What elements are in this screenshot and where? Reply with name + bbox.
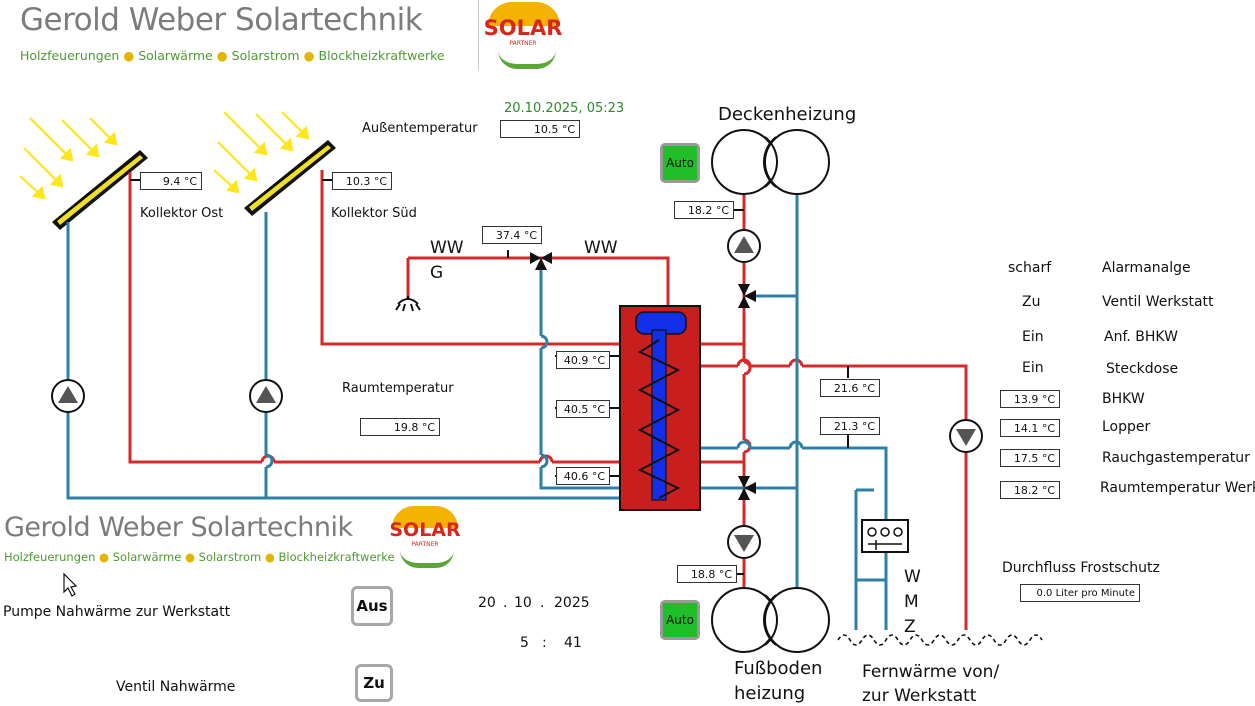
status-alarm-label: Alarmanalge	[1102, 260, 1191, 276]
collector-south-label: Kollektor Süd	[331, 206, 417, 221]
ww-left-label: WW	[430, 238, 464, 258]
current-datetime: 20.10.2025, 05:23	[504, 101, 625, 116]
reading-bhkw-label: BHKW	[1102, 391, 1145, 407]
tagline-item: Solarstrom	[231, 48, 300, 63]
buffer-tank	[619, 305, 701, 511]
pump-district	[949, 419, 983, 453]
status-bhkw-state: Ein	[1022, 329, 1044, 345]
reading-workshop-room-label: Raumtemperatur Werk	[1100, 480, 1255, 496]
solar-partner-logo: SOLAR PARTNER	[480, 2, 570, 72]
reading-fluegas-label: Rauchgastemperatur	[1102, 450, 1250, 466]
collector-east-temp: 9.4 °C	[140, 172, 202, 190]
pump-local-heat-button[interactable]: Aus	[351, 586, 393, 626]
reading-lopper-label: Lopper	[1102, 419, 1151, 435]
flow-label: Durchfluss Frostschutz	[1002, 560, 1160, 576]
room-temp-label: Raumtemperatur	[342, 381, 454, 396]
date-month[interactable]: 10	[514, 595, 532, 611]
logo-divider	[478, 0, 479, 70]
room-temp-value: 19.8 °C	[360, 418, 440, 436]
floor-heating-title-1: Fußboden	[734, 658, 823, 679]
time-sep: :	[542, 635, 547, 651]
valve-local-heat-button[interactable]: Zu	[355, 664, 393, 702]
company-name-top: Gerold Weber Solartechnik	[20, 2, 423, 38]
reading-fluegas-value: 17.5 °C	[1000, 449, 1060, 467]
tagline-item: Solarstrom	[198, 550, 262, 564]
outside-temp-value: 10.5 °C	[500, 120, 580, 138]
floor-heating-title-2: heizung	[734, 683, 806, 704]
outside-temp-label: Außentemperatur	[362, 121, 478, 136]
status-socket-state: Ein	[1022, 360, 1044, 376]
status-bhkw-label: Anf. BHKW	[1104, 329, 1178, 345]
reading-workshop-room-value: 18.2 °C	[1000, 481, 1060, 499]
ground-line	[837, 634, 1043, 646]
collector-east-label: Kollektor Ost	[140, 206, 224, 221]
valve-local-heat-label: Ventil Nahwärme	[116, 679, 236, 695]
ww-right-label: WW	[584, 238, 618, 258]
tagline-item: Holzfeuerungen	[4, 550, 96, 564]
tagline-item: Solarwärme	[112, 550, 182, 564]
tank-temp-middle: 40.5 °C	[556, 400, 610, 418]
heat-meter-icon	[861, 519, 909, 553]
wmz-letter-m: M	[904, 592, 919, 612]
wmz-letter-w: W	[904, 567, 921, 587]
shower-icon	[395, 296, 421, 312]
ceiling-exchanger-right	[764, 129, 830, 195]
valve-top-temp: 37.4 °C	[482, 226, 542, 244]
ceiling-temp: 18.2 °C	[674, 201, 734, 219]
floor-temp: 18.8 °C	[677, 565, 737, 583]
district-temp-1: 21.6 °C	[820, 379, 880, 397]
pump-floor	[727, 525, 761, 559]
date-year[interactable]: 2025	[554, 595, 590, 611]
sun-rays-south	[213, 111, 310, 194]
pump-collector-south	[249, 379, 283, 413]
wmz-letter-z: Z	[904, 617, 916, 637]
pump-local-heat-label: Pumpe Nahwärme zur Werkstatt	[3, 604, 231, 620]
status-valve-state: Zu	[1022, 294, 1041, 310]
flow-value: 0.0 Liter pro Minute	[1020, 584, 1140, 602]
tagline-top: Holzfeuerungen ● Solarwärme ● Solarstrom…	[20, 48, 445, 63]
date-day[interactable]: 20	[478, 595, 496, 611]
company-name-bottom: Gerold Weber Solartechnik	[4, 512, 353, 543]
time-minute[interactable]: 41	[564, 635, 582, 651]
reading-lopper-value: 14.1 °C	[1000, 419, 1060, 437]
district-temp-2: 21.3 °C	[820, 417, 880, 435]
status-socket-label: Steckdose	[1106, 361, 1179, 377]
status-alarm-state: scharf	[1008, 260, 1052, 276]
tagline-item: Blockheizkraftwerke	[278, 550, 395, 564]
tank-temp-bottom: 40.6 °C	[556, 467, 610, 485]
mixing-valve-floor	[738, 476, 756, 500]
status-valve-label: Ventil Werkstatt	[1102, 294, 1214, 310]
district-title-1: Fernwärme von/	[862, 662, 1000, 682]
wwg-left-label: G	[430, 263, 444, 283]
sun-rays-east	[19, 117, 118, 200]
floor-exchanger-right	[764, 587, 830, 653]
collector-east-panel	[52, 150, 148, 230]
reading-bhkw-value: 13.9 °C	[1000, 390, 1060, 408]
mouse-cursor-icon	[63, 572, 78, 597]
mixing-valve-ceiling	[738, 284, 756, 308]
collector-south-panel	[244, 140, 336, 216]
time-hour[interactable]: 5	[520, 635, 529, 651]
ceiling-auto-button[interactable]: Auto	[660, 143, 700, 183]
solar-partner-logo-bottom: SOLAR PARTNER	[384, 506, 474, 576]
floor-auto-button[interactable]: Auto	[660, 600, 700, 640]
tank-temp-top: 40.9 °C	[556, 351, 610, 369]
mixing-valve-hotwater	[530, 252, 552, 270]
ceiling-heating-title: Deckenheizung	[718, 104, 857, 125]
tagline-item: Holzfeuerungen	[20, 48, 120, 63]
collector-south-temp: 10.3 °C	[332, 172, 392, 190]
district-title-2: zur Werkstatt	[862, 686, 977, 706]
tagline-item: Solarwärme	[138, 48, 213, 63]
tagline-item: Blockheizkraftwerke	[318, 48, 445, 63]
date-sep-2: .	[540, 595, 545, 611]
tagline-bottom: Holzfeuerungen ● Solarwärme ● Solarstrom…	[4, 550, 395, 564]
pump-collector-east	[51, 379, 85, 413]
date-sep-1: .	[503, 595, 508, 611]
pump-ceiling	[727, 229, 761, 263]
